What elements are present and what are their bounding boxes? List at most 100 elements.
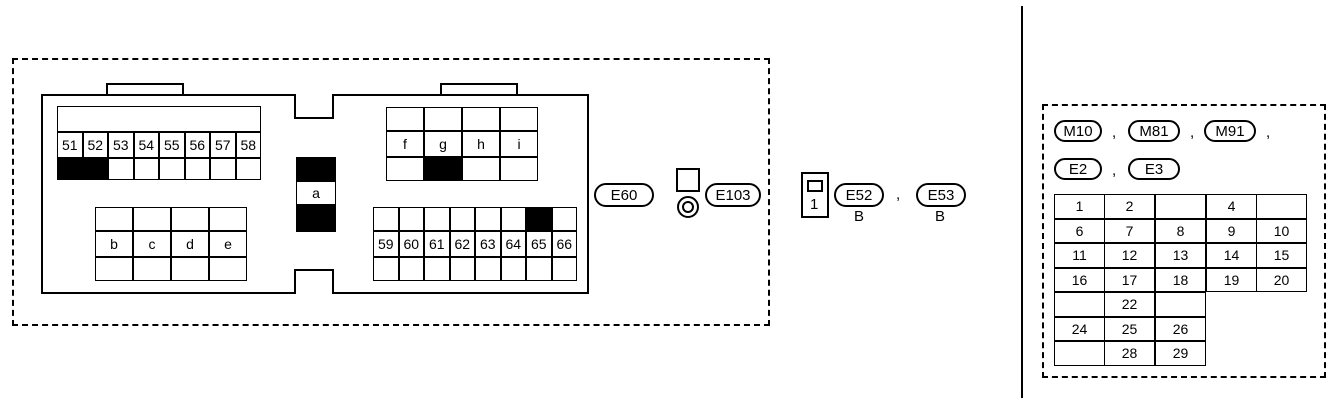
pin-cavity-bottom-59	[373, 257, 399, 281]
table-cell: 22	[1104, 292, 1155, 317]
small-connector-latch	[807, 180, 823, 192]
center-pin-a: a	[296, 181, 336, 205]
table-cell: 1	[1054, 194, 1105, 219]
pin-cavity-lower-57	[210, 158, 236, 180]
pin-cavity-top-65	[526, 207, 552, 231]
pin-65: 65	[526, 231, 552, 257]
pin-cavity-lower-55	[159, 158, 185, 180]
pin-cavity-bottom-63	[475, 257, 501, 281]
table-cell: 9	[1206, 218, 1257, 243]
pin-cavity-lower-h	[462, 157, 500, 181]
pin-cavity-upper-e	[209, 207, 247, 231]
pin-cavity-top-64	[500, 207, 526, 231]
center-pin-top-fill	[296, 157, 336, 181]
table-cell	[1256, 194, 1307, 219]
pin-cavity-top-66	[551, 207, 577, 231]
table-cell: 15	[1256, 243, 1307, 268]
pin-cavity-top-i	[500, 107, 538, 131]
pin-63: 63	[475, 231, 501, 257]
table-cell: 12	[1104, 243, 1155, 268]
pin-cavity-bottom-e	[209, 257, 247, 281]
pin-cavity-top-f	[386, 107, 424, 131]
pin-59: 59	[373, 231, 399, 257]
table-cell: 24	[1054, 316, 1105, 341]
pin-f: f	[386, 131, 424, 157]
table-cell	[1155, 292, 1206, 317]
pin-cavity-top-g	[424, 107, 462, 131]
connector-id-m10: M10	[1054, 120, 1102, 142]
pin-54: 54	[133, 132, 159, 158]
table-cell: 25	[1104, 316, 1155, 341]
pin-cavity-bottom-b	[95, 257, 133, 281]
main-connector-frame	[12, 58, 770, 326]
pin-i: i	[500, 131, 538, 157]
table-cell: 2	[1104, 194, 1155, 219]
pin-55: 55	[159, 132, 185, 158]
pin-h: h	[462, 131, 500, 157]
color-code-e53: B	[935, 208, 946, 225]
pin-cavity-upper-d	[171, 207, 209, 231]
pin-cavity-top-60	[398, 207, 424, 231]
pin-52: 52	[82, 132, 108, 158]
pin-cavity-upper-c	[133, 207, 171, 231]
pin-62: 62	[449, 231, 475, 257]
pin-cavity-upper-b	[95, 207, 133, 231]
pin-cavity-bottom-64	[500, 257, 526, 281]
table-cell	[1054, 341, 1105, 366]
pin-58: 58	[235, 132, 261, 158]
table-cell: 16	[1054, 267, 1105, 292]
pin-cavity-bottom-61	[424, 257, 450, 281]
separator-comma: ,	[896, 186, 901, 203]
pin-cavity-bottom-65	[526, 257, 552, 281]
table-cell: 19	[1206, 267, 1257, 292]
table-cell: 14	[1206, 243, 1257, 268]
pin-cavity-lower-i	[500, 157, 538, 181]
pin-cavity-top-61	[424, 207, 450, 231]
pin-cavity-lower-56	[184, 158, 210, 180]
pin-cavity-top-h	[462, 107, 500, 131]
pin-cavity-top-63	[475, 207, 501, 231]
pin-51: 51	[57, 132, 83, 158]
pin-c: c	[133, 231, 171, 257]
connector-id-e52: E52	[834, 183, 884, 207]
table-cell: 7	[1104, 218, 1155, 243]
table-cell: 20	[1256, 267, 1307, 292]
pin-cavity-bottom-62	[449, 257, 475, 281]
separator-4: ,	[1112, 162, 1117, 179]
connector-id-m91: M91	[1204, 120, 1256, 142]
pin-b: b	[95, 231, 133, 257]
table-cell	[1054, 292, 1105, 317]
ground-connector-body	[676, 168, 700, 192]
pin-66: 66	[551, 231, 577, 257]
connector-id-m81: M81	[1128, 120, 1180, 142]
upper-left-top-row-frame	[57, 106, 261, 132]
center-pin-bottom-fill	[296, 205, 336, 232]
table-cell: 4	[1206, 194, 1257, 219]
table-cell: 17	[1104, 267, 1155, 292]
pin-61: 61	[424, 231, 450, 257]
separator-1: ,	[1112, 124, 1117, 141]
pin-cavity-lower-58	[235, 158, 261, 180]
pin-cavity-bottom-d	[171, 257, 209, 281]
table-cell: 6	[1054, 218, 1105, 243]
pin-56: 56	[184, 132, 210, 158]
table-cell: 29	[1155, 341, 1206, 366]
pin-cavity-bottom-60	[398, 257, 424, 281]
ground-terminal-icon	[677, 196, 699, 218]
pin-cavity-bottom-c	[133, 257, 171, 281]
table-cell: 8	[1155, 218, 1206, 243]
pin-cavity-lower-51	[57, 158, 83, 180]
small-connector-body	[801, 172, 829, 218]
pin-53: 53	[108, 132, 134, 158]
pin-60: 60	[398, 231, 424, 257]
table-cell: 26	[1155, 316, 1206, 341]
pin-cavity-lower-f	[386, 157, 424, 181]
connector-id-e53: E53	[916, 183, 966, 207]
pin-e: e	[209, 231, 247, 257]
pin-cavity-lower-g	[424, 157, 462, 181]
pin-cavity-lower-54	[133, 158, 159, 180]
pin-cavity-top-62	[449, 207, 475, 231]
table-cell: 28	[1104, 341, 1155, 366]
connector-id-e103: E103	[705, 183, 761, 207]
